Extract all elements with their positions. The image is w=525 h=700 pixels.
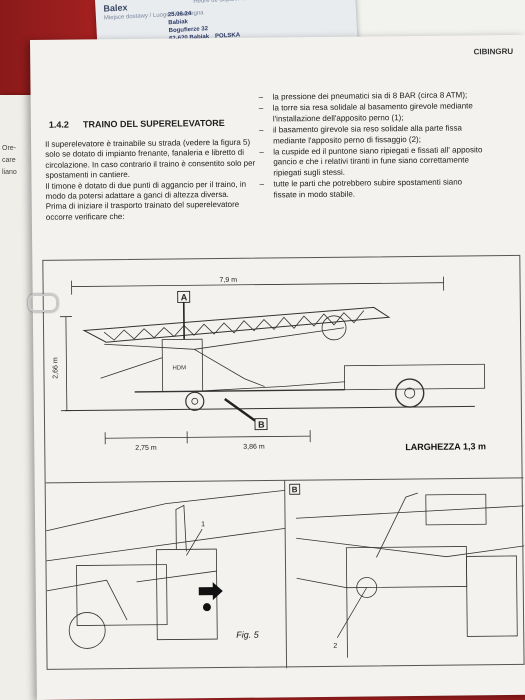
section-number: 1.4.2 xyxy=(48,119,69,130)
detail-a-drawing xyxy=(46,489,286,649)
dim-front: 2,75 m xyxy=(135,445,157,452)
section-heading: 1.4.2 TRAINO DEL SUPERELEVATORE xyxy=(49,118,225,130)
callout-b-label: B xyxy=(258,420,265,430)
checklist-item: la torre sia resa solidale al basamento … xyxy=(259,102,484,125)
checklist-item: tutte le parti che potrebbero subire spo… xyxy=(259,177,484,200)
paragraph: Prima di iniziare il trasporto trainato … xyxy=(45,200,240,222)
detail-label-1: 1 xyxy=(201,521,205,528)
checklist-item: la cuspide ed il puntone siano ripiegati… xyxy=(259,145,484,179)
figure-5-frame: A B HDM 7,9 m 2,66 m 2,75 m 3,86 m LARGH… xyxy=(42,254,525,670)
binder-ring xyxy=(28,294,58,312)
dim-rear: 3,86 m xyxy=(243,444,265,451)
dimension-line xyxy=(71,282,444,287)
figure-caption: Fig. 5 xyxy=(236,629,259,640)
figure-5-drawing: A B HDM 7,9 m 2,66 m 2,75 m 3,86 m LARGH… xyxy=(45,276,525,669)
pin-icon xyxy=(202,603,211,612)
machine-label: HDM xyxy=(172,365,186,371)
left-fragment: liano xyxy=(2,169,17,176)
back-sheet xyxy=(340,0,525,40)
paragraph: Il timone è dotato di due punti di aggan… xyxy=(45,179,247,201)
delivery-date: 25.06.24 xyxy=(167,10,192,19)
detail-b-box xyxy=(289,483,301,495)
dim-total-length: 7,9 m xyxy=(219,277,237,284)
detail-b-drawing xyxy=(296,492,525,658)
right-column-list: la pressione dei pneumatici sia di 8 BAR… xyxy=(259,90,485,201)
page-code: CIBINGRU xyxy=(473,46,514,57)
arrow-icon xyxy=(198,582,223,601)
callout-a-label: A xyxy=(181,292,188,302)
delivery-street: Bogufierze 32 xyxy=(168,26,209,35)
paragraph: Il superelevatore è trainabile su strada… xyxy=(45,137,256,181)
detail-label-2: 2 xyxy=(333,643,337,650)
left-column-text: Il superelevatore è trainabile su strada… xyxy=(45,138,264,224)
dim-height: 2,66 m xyxy=(52,357,59,379)
delivery-brand: Balex xyxy=(103,2,128,14)
checklist-item: il basamento girevole sia reso solidale … xyxy=(259,123,484,146)
section-title: TRAINO DEL SUPERELEVATORE xyxy=(82,117,225,130)
left-fragment: care xyxy=(2,157,16,164)
width-label: LARGHEZZA 1,3 m xyxy=(405,441,486,452)
left-fragment: Ore- xyxy=(2,145,16,152)
delivery-place: Babiak xyxy=(168,19,189,27)
detail-b-label: B xyxy=(292,485,298,494)
callout-b-box xyxy=(254,418,268,431)
